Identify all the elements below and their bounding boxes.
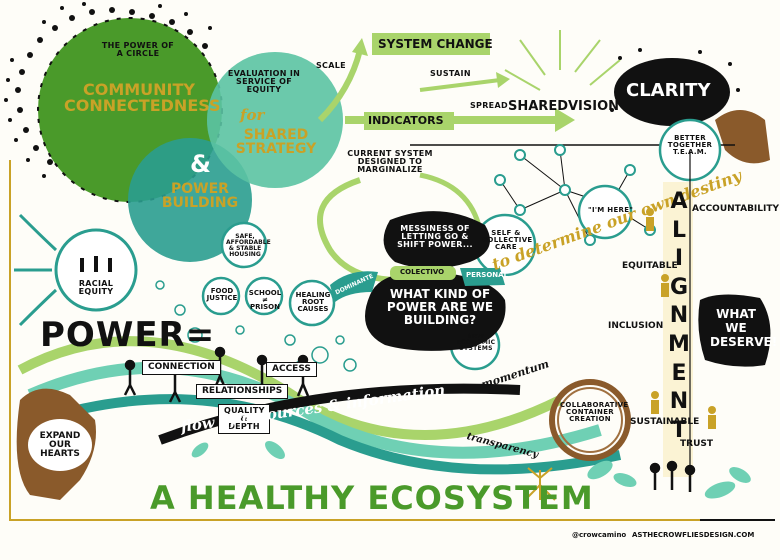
relationships-label: RELATIONSHiPS [196,384,289,399]
hand-right [715,110,770,164]
expand-hearts-text: EXPAND our HEARTS [39,431,81,459]
for-text: for [240,106,265,124]
colectivo-text: COLECTIVO [400,268,445,276]
clarity-dots [610,48,740,112]
new-economic-text: NEW ECONOMIC SYSTEMS [456,333,496,352]
im-here-text: "I'M HERE" [588,206,634,214]
accountability-text: ACCOUNTABILITY [692,204,780,214]
im-here-circle [577,184,633,240]
alignment-text: ALIGNMENT [668,189,690,443]
system-change-text: SYSTEM CHANGE [378,37,493,51]
trust-text: TRUST [680,439,713,449]
healing-text: HEALING ROOT CAUSES [295,291,331,313]
school-prison-text: SCHOOL ≠ PRISON [248,289,282,311]
indicators-banner [364,112,454,130]
topic-circles [201,221,336,327]
indicators-text: INDICATORS [368,114,444,127]
tree-roots-icon [524,467,556,501]
dominante-pill [330,271,378,302]
heart-center [28,419,92,471]
wave-mint [27,361,602,459]
credit-handle: @crowcamino [572,531,627,539]
system-change-banner [372,33,490,55]
scale-arrow [317,49,363,123]
hands-circle-icon [80,256,112,272]
sustain-arrow [419,78,501,92]
sustain-text: SUSTAIN [430,69,471,78]
inclusion-text: INCLUSION [608,321,664,331]
shared-strategy-text: SHARED STRATEGY [235,127,317,157]
colectivo-pill [390,266,456,280]
racial-equity-text: RACiAL EQUITY [78,279,114,296]
spread-text: SPREAD [470,101,508,110]
power-building-text: POWER BUILDING [161,181,239,211]
shared-strategy-circle [207,52,343,188]
community-connectedness-text: COMMUNITY CONNECTEDNESS [64,80,221,115]
what-kind-bubble [365,271,506,351]
power-building-circle [128,138,252,262]
self-care-text: SELF & COLLECTIVE CARE [482,229,533,251]
leaves [191,441,751,499]
quality-depth-label: QUALITY & DEPTH [218,404,270,434]
what-kind-text: WHAT KIND of POWER are we BUILDiNG? [386,287,494,328]
shared-strategy-shade [207,52,343,188]
clarity-text: CLARiTY [626,80,711,101]
people-icon [646,208,716,429]
dot-halo [4,2,212,178]
power-equals-text: POWER= [40,315,216,355]
ampersand-text: & [190,150,211,178]
healthy-ecosystem-title: A HEALTHY ECOSYSTEM [150,479,594,517]
shared-vision-text: SHAREDVISION [508,99,620,114]
connection-label: CONNECTION [142,360,221,375]
deserve-bubble [698,294,771,367]
credit-site: ASTHECROWFLIESDESIGN.COM [632,531,755,539]
food-justice-text: FOOD JUSTICE [206,287,238,302]
current-system-text: CURRENT SYSTEM DESIGNED TO MARGINALIZE [347,149,433,174]
equitable-text: EQUITABLE [622,261,678,271]
frame-gold-line [9,160,700,521]
safe-housing-text: SAFE, AFFORDABLE & STABLE HOUSING [226,233,271,258]
container-nest [549,379,631,461]
power-of-circle-text: THE POWER OF A CIRCLE [101,41,175,58]
evaluation-text: EVALUATION IN SERVICE OF EQUITY [227,69,301,94]
wave-teal [38,394,622,475]
scale-text: SCALE [316,61,346,70]
clarity-splat [614,58,730,126]
what-we-deserve-text: WHAT WE DESERVE! [710,307,778,349]
flow-ribbon [158,383,521,445]
better-together-text: BETTER TOGETHER T.E.A.M. [667,134,713,156]
alignment-column [663,182,693,477]
messiness-text: MESSINESS OF LETTING GO & SHIFT POWER... [397,224,473,249]
messiness-bubble [383,211,490,269]
racial-equity-arrows [14,213,58,327]
sustainable-text: SUSTAINABLE [630,417,700,427]
personal-pill [460,268,505,286]
personal-text: PERSONAL [466,271,509,279]
container-nest-inner [557,387,623,453]
access-label: ACCESS [266,362,317,377]
vision-burst [504,30,621,91]
collaborative-text: COLLABORATIVE CONTAINER CREATION [560,401,629,423]
